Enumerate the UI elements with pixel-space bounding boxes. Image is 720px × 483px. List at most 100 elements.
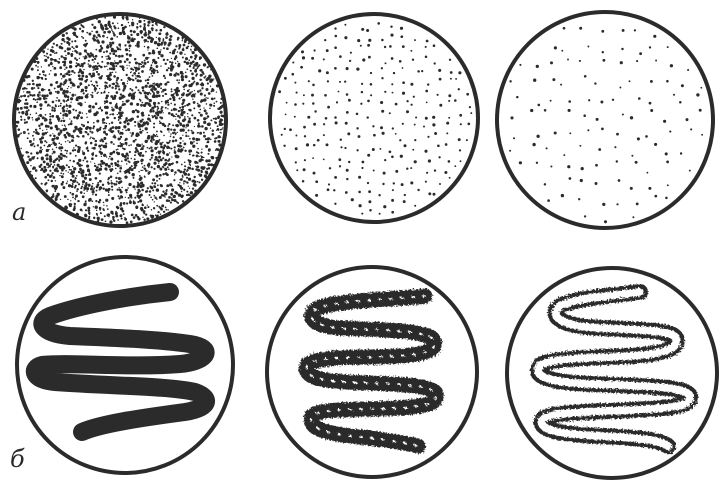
speckle-dot — [75, 110, 77, 112]
medium-dot — [433, 193, 436, 196]
speckle-dot — [147, 82, 149, 84]
sparse-dot — [650, 80, 653, 83]
sparse-dot — [509, 150, 511, 152]
sparse-dot — [519, 161, 522, 164]
speckle-dot — [41, 66, 42, 67]
medium-dot — [326, 71, 329, 74]
speckle-dot — [204, 94, 206, 96]
medium-dot — [360, 103, 362, 105]
speckle-dot — [64, 94, 67, 97]
medium-dot — [445, 143, 448, 146]
medium-dot — [454, 165, 456, 167]
speckle-dot — [196, 154, 199, 157]
speckle-dot — [26, 121, 27, 122]
speckle-dot — [78, 136, 80, 138]
sparse-dot — [547, 199, 550, 202]
speckle-dot — [111, 185, 113, 187]
speckle-dot — [32, 119, 33, 120]
speckle-dot — [217, 140, 219, 142]
medium-dot — [295, 135, 297, 137]
sparse-dot — [561, 50, 563, 52]
speckle-dot — [156, 47, 158, 49]
speckle-dot — [69, 61, 72, 64]
speckle-dot — [147, 33, 149, 35]
panel-a3 — [497, 12, 713, 228]
speckle-dot — [85, 75, 88, 78]
speckle-dot — [168, 158, 170, 160]
speckle-dot — [92, 127, 94, 129]
speckle-dot — [124, 175, 127, 178]
speckle-dot — [187, 125, 189, 127]
speckle-dot — [81, 89, 84, 92]
speckle-dot — [104, 66, 106, 68]
speckle-dot — [165, 168, 167, 170]
speckle-dot — [109, 123, 111, 125]
speckle-dot — [37, 157, 39, 159]
speckle-dot — [52, 149, 54, 151]
speckle-dot — [192, 94, 195, 97]
speckle-dot — [80, 116, 83, 119]
speckle-dot — [181, 74, 183, 76]
speckle-dot — [130, 195, 132, 197]
speckle-dot — [111, 107, 113, 109]
speckle-dot — [30, 152, 32, 154]
speckle-dot — [64, 82, 66, 84]
speckle-dot — [76, 188, 78, 190]
speckle-dot — [197, 181, 199, 183]
speckle-dot — [41, 88, 44, 91]
speckle-dot — [96, 71, 98, 73]
speckle-dot — [34, 145, 36, 147]
speckle-dot — [110, 141, 113, 144]
sparse-dot — [636, 60, 638, 62]
speckle-dot — [93, 26, 96, 29]
speckle-dot — [80, 191, 83, 194]
speckle-dot — [101, 156, 102, 157]
speckle-dot — [206, 103, 208, 105]
sparse-dot — [510, 116, 513, 119]
speckle-dot — [70, 179, 72, 181]
speckle-dot — [149, 52, 151, 54]
medium-dot — [414, 139, 416, 141]
speckle-dot — [207, 123, 210, 126]
speckle-dot — [127, 122, 130, 125]
speckle-dot — [106, 50, 108, 52]
medium-dot — [399, 139, 401, 141]
speckle-dot — [142, 119, 144, 121]
speckle-dot — [82, 180, 85, 183]
speckle-dot — [207, 66, 209, 68]
medium-dot — [315, 194, 318, 197]
speckle-dot — [79, 58, 80, 59]
speckle-dot — [181, 106, 184, 109]
medium-dot — [415, 116, 417, 118]
speckle-dot — [183, 73, 184, 74]
speckle-dot — [166, 81, 168, 83]
medium-dot — [301, 50, 304, 53]
speckle-dot — [220, 111, 223, 114]
speckle-dot — [58, 155, 61, 158]
speckle-dot — [35, 169, 38, 172]
speckle-dot — [103, 51, 105, 53]
speckle-dot — [124, 158, 127, 161]
speckle-dot — [63, 120, 66, 123]
medium-dot — [347, 132, 350, 135]
speckle-dot — [68, 78, 71, 81]
speckle-dot — [141, 61, 143, 63]
speckle-dot — [183, 147, 185, 149]
speckle-dot — [188, 186, 189, 187]
speckle-dot — [75, 145, 77, 147]
speckle-dot — [206, 97, 207, 98]
speckle-dot — [68, 110, 71, 113]
speckle-dot — [98, 108, 100, 110]
speckle-dot — [66, 110, 68, 112]
speckle-dot — [69, 152, 71, 154]
speckle-dot — [181, 164, 183, 166]
speckle-dot — [173, 195, 176, 198]
speckle-dot — [160, 158, 163, 161]
speckle-dot — [158, 156, 161, 159]
speckle-dot — [172, 124, 174, 126]
sparse-dot — [631, 155, 633, 157]
speckle-dot — [173, 136, 175, 138]
speckle-dot — [133, 177, 135, 179]
speckle-dot — [128, 158, 129, 159]
speckle-dot — [200, 92, 203, 95]
